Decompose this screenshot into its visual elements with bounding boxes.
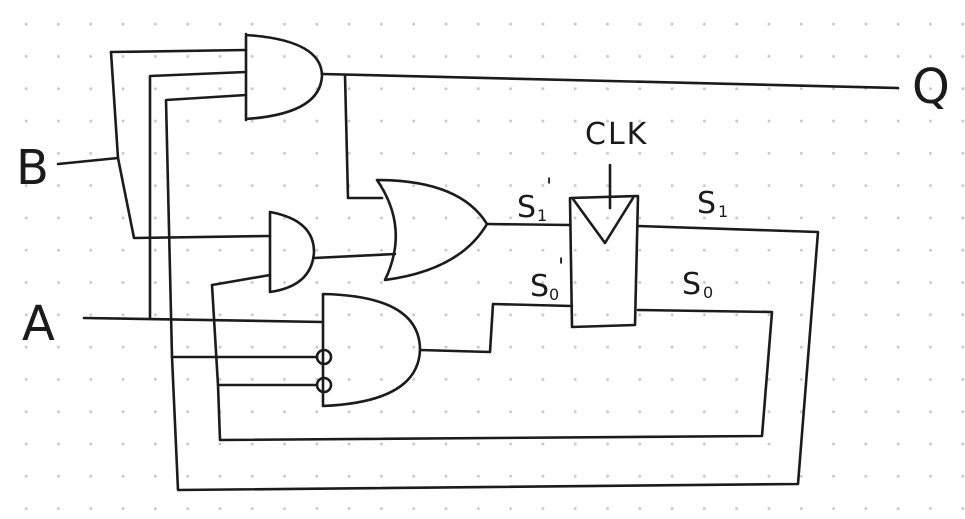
and-gate-top xyxy=(244,32,324,122)
and-gate-bottom xyxy=(315,292,422,408)
svg-text:S: S xyxy=(682,267,701,302)
wire-a-input xyxy=(82,316,325,324)
or-gate xyxy=(375,178,489,282)
wire-s1-to-gates xyxy=(164,93,319,359)
svg-text:': ' xyxy=(546,175,552,200)
wire-and-bottom-to-s0-next xyxy=(418,302,574,354)
wire-s0-feedback xyxy=(216,308,774,442)
svg-text:0: 0 xyxy=(703,283,713,302)
wire-b-input xyxy=(56,156,120,166)
label-a: A xyxy=(22,296,55,352)
label-s0-next: S 0 ' xyxy=(530,255,564,304)
svg-text:S: S xyxy=(530,269,549,304)
svg-text:1: 1 xyxy=(718,202,728,221)
wire-q-output xyxy=(320,72,900,90)
svg-text:S: S xyxy=(517,190,536,225)
label-s0: S 0 xyxy=(682,267,713,302)
wire-and-middle-to-or xyxy=(312,252,397,260)
label-b: B xyxy=(16,140,49,196)
wire-or-to-s1-next xyxy=(485,222,572,227)
label-q: Q xyxy=(912,59,950,115)
label-s1: S 1 xyxy=(697,186,728,221)
and-gate-middle xyxy=(268,210,316,294)
wires xyxy=(56,48,900,492)
wire-and-top-to-or xyxy=(343,73,384,200)
label-clk: CLK xyxy=(585,117,648,152)
flip-flop xyxy=(568,163,640,329)
svg-text:1: 1 xyxy=(537,206,547,225)
label-s1-next: S 1 ' xyxy=(517,175,552,225)
svg-text:0: 0 xyxy=(549,285,559,304)
wire-s1-feedback xyxy=(170,224,820,492)
clock-triangle xyxy=(571,196,635,245)
svg-text:': ' xyxy=(558,255,564,280)
wire-b-to-and-middle xyxy=(109,50,272,240)
wire-b-to-and-top xyxy=(109,48,248,54)
wire-s0-to-gates xyxy=(210,273,319,387)
svg-text:S: S xyxy=(697,186,716,221)
wire-a-to-and-top xyxy=(148,70,248,320)
